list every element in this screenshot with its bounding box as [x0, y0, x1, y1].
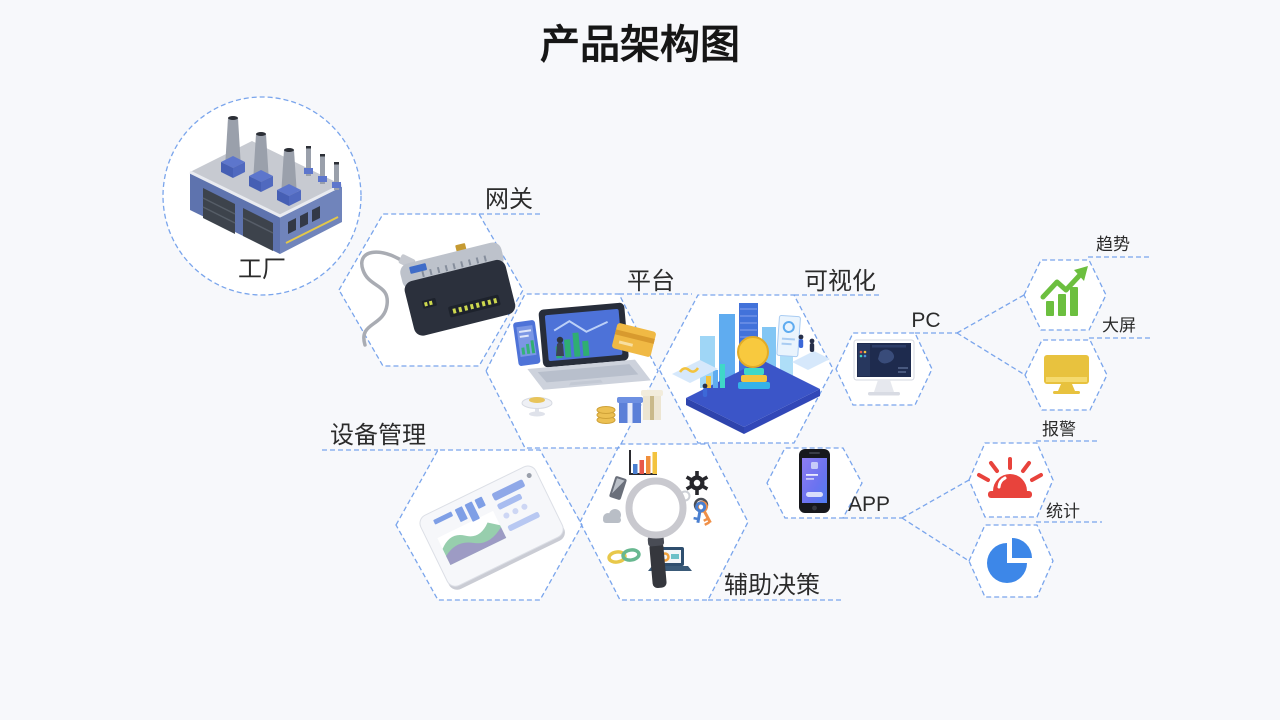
gateway-icon: [360, 242, 516, 347]
big-screen-hexagon: [1024, 339, 1108, 411]
device-management-icon: [419, 465, 565, 590]
decision-support-label: 辅助决策: [724, 572, 820, 599]
trend-hexagon: [1023, 259, 1107, 331]
visualization-hexagon: [658, 294, 834, 444]
app-to-alarm-line: [901, 479, 970, 519]
factory-icon: [189, 116, 343, 254]
trend-label: 趋势: [1096, 235, 1130, 254]
platform-label: 平台: [627, 268, 675, 295]
device-management-label: 设备管理: [330, 422, 426, 449]
pc-to-bigscreen-line: [956, 332, 1026, 376]
connector-lines: [322, 213, 1153, 601]
alarm-siren-icon: [977, 457, 1043, 498]
alarm-hexagon: [968, 442, 1054, 518]
statistics-pie-icon: [987, 538, 1032, 583]
app-label: APP: [848, 493, 890, 516]
statistics-hexagon: [968, 524, 1054, 598]
decision-support-icon: [603, 450, 712, 589]
pc-to-trend-line: [956, 294, 1025, 334]
app-hexagon: [766, 447, 863, 519]
platform-hexagon: [485, 293, 659, 449]
app-to-statistics-line: [901, 517, 970, 562]
trend-chart-icon: [1040, 266, 1088, 316]
visualization-label: 可视化: [804, 268, 876, 295]
platform-icon: [513, 302, 663, 424]
factory-label: 工厂: [238, 256, 286, 283]
pc-icon: [853, 339, 915, 396]
factory-circle: [162, 96, 362, 296]
big-screen-label: 大屏: [1102, 316, 1136, 335]
pc-label: PC: [911, 309, 940, 332]
app-icon: [799, 449, 830, 513]
big-screen-monitor-icon: [1044, 355, 1089, 394]
visualization-icon: [672, 303, 830, 434]
pc-hexagon: [835, 332, 933, 406]
alarm-label: 报警: [1042, 420, 1076, 439]
page-title: 产品架构图: [540, 23, 740, 67]
statistics-label: 统计: [1046, 502, 1080, 521]
gateway-label: 网关: [485, 186, 533, 213]
